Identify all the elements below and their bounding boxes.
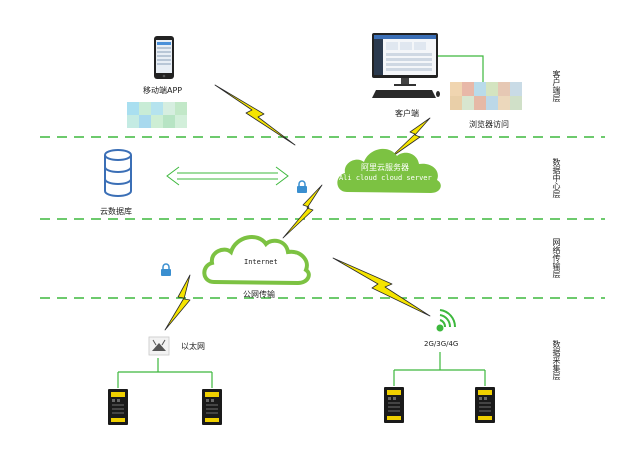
lock-icon bbox=[297, 180, 307, 193]
layer-label-client: 客户端层 bbox=[552, 70, 561, 102]
wifi-signal-icon bbox=[436, 309, 457, 332]
blurred-mosaic bbox=[127, 102, 187, 128]
browser-label: 浏览器访问 bbox=[469, 120, 509, 129]
cloud-icon bbox=[202, 235, 311, 286]
lightning-icon bbox=[164, 84, 431, 331]
device-icon bbox=[108, 389, 128, 425]
ali-cloud-title: 阿里云服务器 bbox=[361, 163, 409, 172]
ethernet-label: 以太网 bbox=[181, 342, 205, 351]
double-arrow-icon bbox=[166, 166, 289, 186]
cellular-label: 2G/3G/4G bbox=[424, 340, 459, 348]
client-label: 客户端 bbox=[395, 109, 419, 118]
monitor-icon bbox=[372, 33, 440, 98]
cloud-icon bbox=[337, 148, 441, 193]
mobile-app-label: 移动端APP bbox=[143, 86, 183, 95]
device-icon bbox=[475, 387, 495, 423]
database-icon bbox=[104, 149, 132, 197]
device-icon bbox=[202, 389, 222, 425]
connector-line bbox=[438, 55, 484, 84]
blurred-mosaic-browser bbox=[450, 82, 522, 110]
layer-label-network: 网络传输层 bbox=[552, 238, 561, 278]
cloud-db-label: 云数据库 bbox=[100, 207, 132, 216]
phone-icon bbox=[154, 36, 174, 79]
router-icon bbox=[148, 336, 170, 356]
lock-icon bbox=[161, 263, 171, 276]
public-net-label: 公网传输 bbox=[243, 290, 275, 299]
device-icon bbox=[384, 387, 404, 423]
ali-cloud-subtitle: Ali cloud cloud server bbox=[339, 174, 432, 182]
internet-label: Internet bbox=[244, 258, 278, 266]
layer-label-collection: 数据采集层 bbox=[552, 340, 561, 380]
layer-label-datacenter: 数据中心层 bbox=[552, 158, 561, 198]
